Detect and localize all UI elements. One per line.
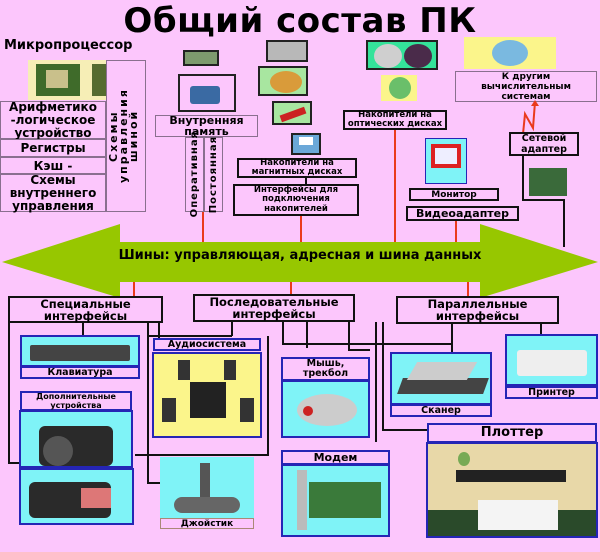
connector-line <box>348 349 370 351</box>
diagram-title: Общий состав ПК <box>123 1 477 41</box>
connector-line <box>231 322 233 336</box>
connector-line <box>451 324 453 354</box>
connector-line <box>563 199 565 247</box>
connector-line <box>267 336 269 456</box>
network-adapter-box: Сетевой адаптер <box>509 132 579 156</box>
mouse-image <box>281 380 370 438</box>
video-adapter-box: Видеоадаптер <box>406 206 519 221</box>
connector-line <box>382 322 384 430</box>
audio-image <box>152 352 262 438</box>
network-card-image <box>529 168 567 196</box>
connector-line <box>382 429 428 431</box>
other-systems-box: К другим вычислительным системам <box>455 71 597 102</box>
cd-image <box>381 75 417 101</box>
modem-image <box>281 464 390 537</box>
storage-bus-line <box>300 216 302 254</box>
connector-line <box>158 323 160 339</box>
cache-box: Кэш - <box>0 157 106 174</box>
registers-box: Регистры <box>0 139 106 157</box>
bus-control-box: Схемы управления шиной <box>106 60 146 212</box>
scanner-image <box>390 352 492 405</box>
globe-image <box>464 37 556 69</box>
ram-label: Оперативная <box>188 131 200 218</box>
connector-line <box>133 282 135 296</box>
keyboard-image <box>20 335 140 367</box>
camcorder-image <box>19 468 134 525</box>
connector-line <box>540 324 542 334</box>
connector-line <box>147 482 161 484</box>
internal-control-box: Схемы внутреннего управления <box>0 173 106 212</box>
connector-line <box>282 343 452 345</box>
monitor-box: Монитор <box>409 188 499 201</box>
rom-label: Постоянная <box>207 135 219 214</box>
rom-box: Постоянная <box>204 135 223 214</box>
storage-interfaces-box: Интерфейсы для подключения накопителей <box>233 184 359 216</box>
serial-interfaces-box: Последовательные интерфейсы <box>193 294 355 322</box>
connector-line <box>148 335 232 337</box>
ram-box: Оперативная <box>185 131 204 218</box>
special-interfaces-box: Специальные интерфейсы <box>8 296 163 323</box>
plotter-label[interactable]: Плоттер <box>427 423 597 443</box>
connector-line <box>147 323 149 483</box>
connector-line <box>8 323 10 463</box>
video-bus-line <box>455 221 457 254</box>
joystick-image <box>160 457 254 519</box>
mouse-label[interactable]: Мышь, трекбол <box>281 357 370 381</box>
audio-label[interactable]: Аудиосистема <box>153 338 261 351</box>
bus-label: Шины: управляющая, адресная и шина данны… <box>118 248 482 263</box>
memory-bus-line <box>202 212 204 254</box>
connector-line <box>282 322 284 344</box>
connector-line <box>8 462 20 464</box>
ram-module-image <box>183 50 219 66</box>
connector-line <box>375 322 377 442</box>
parallel-interfaces-box: Параллельные интерфейсы <box>396 296 559 324</box>
optical-discs-image <box>366 40 438 70</box>
network-link-zigzag <box>522 100 539 135</box>
floppy-disk-image <box>291 133 321 155</box>
connector-line <box>522 199 564 201</box>
connector-line <box>467 282 469 296</box>
optical-bus-line <box>394 130 396 254</box>
bus-control-label: Схемы управления шиной <box>107 88 140 184</box>
joystick-label[interactable]: Джойстик <box>160 518 254 529</box>
connector-line <box>135 454 269 456</box>
hard-disk-image <box>258 66 308 96</box>
extra-devices-label[interactable]: Дополнительные устройства <box>20 391 132 411</box>
modem-label[interactable]: Модем <box>281 450 390 465</box>
tape-drive-image <box>266 40 308 62</box>
keyboard-label[interactable]: Клавиатура <box>20 366 140 379</box>
flash-drive-image <box>272 101 312 125</box>
connector-line <box>305 178 307 184</box>
optical-disks-box: Накопители на оптических дисках <box>343 110 447 130</box>
camera-image <box>19 410 133 468</box>
magnetic-disks-box: Накопители на магнитных дисках <box>237 158 357 178</box>
alu-box: Арифметико -логическое устройство <box>0 100 106 139</box>
connector-line <box>522 156 524 200</box>
printer-image <box>505 334 598 386</box>
connector-line <box>348 322 350 350</box>
bus-arrow <box>2 224 598 298</box>
connector-line <box>306 322 308 348</box>
monitor-image <box>425 138 467 184</box>
plotter-image <box>426 442 598 538</box>
connector-line <box>82 323 84 335</box>
connector-line <box>290 282 292 296</box>
scanner-label[interactable]: Сканер <box>390 404 492 417</box>
printer-label[interactable]: Принтер <box>505 386 598 399</box>
microprocessor-label: Микропроцессор <box>4 38 133 53</box>
memory-chip-image <box>178 74 236 112</box>
internal-memory-box: Внутренняя память <box>155 115 258 137</box>
